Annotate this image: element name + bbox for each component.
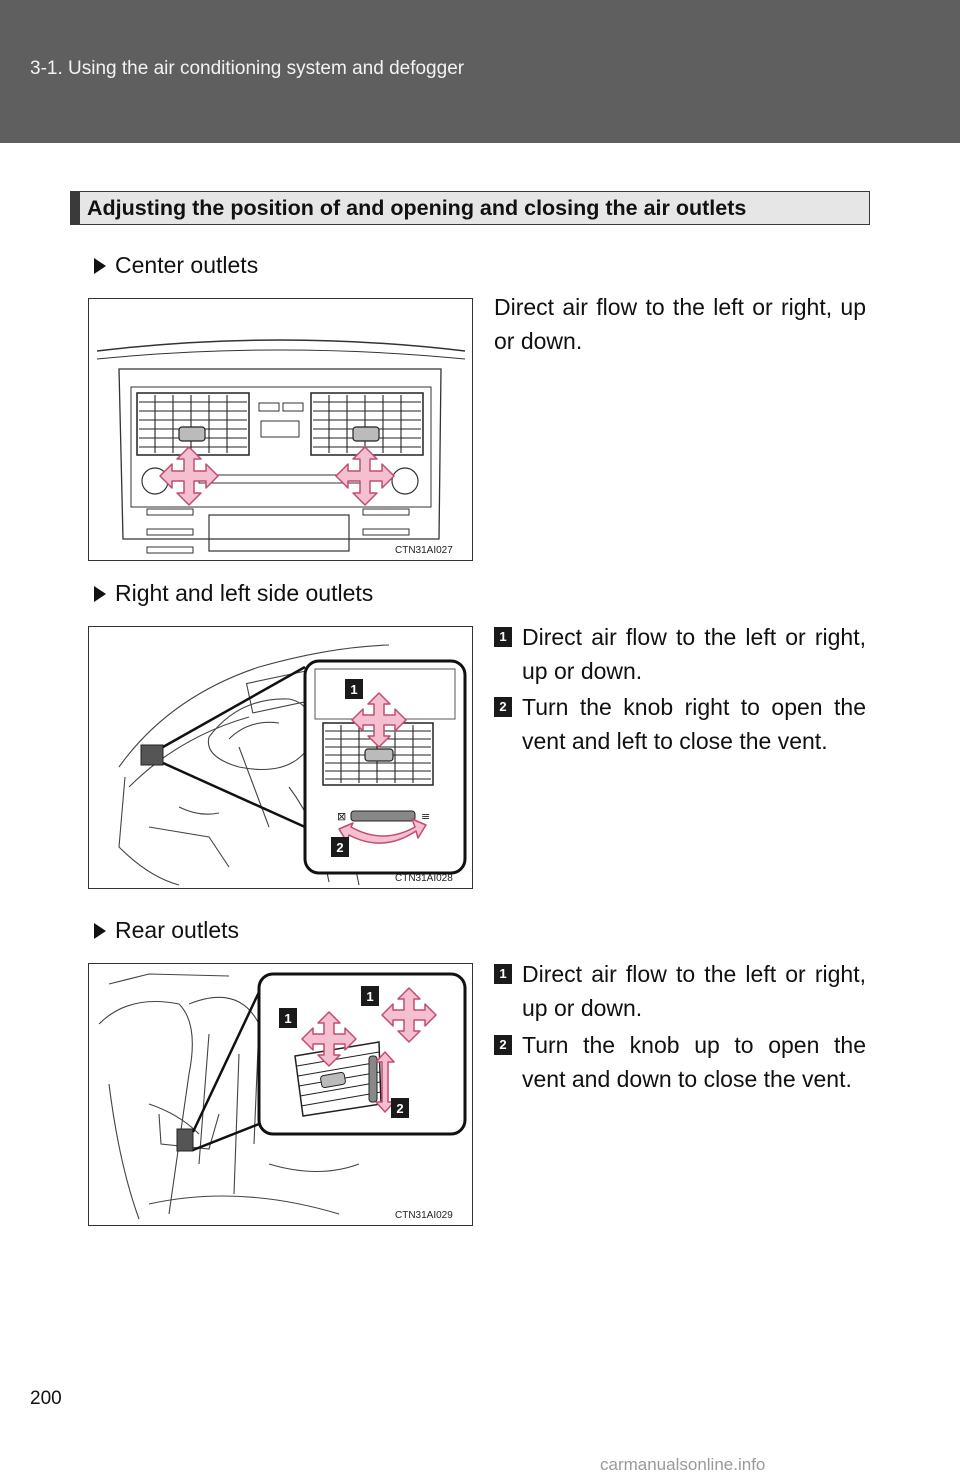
side-figure-code: CTN31AI028 (395, 873, 453, 884)
svg-text:1: 1 (350, 682, 357, 697)
side-item-2-text: Turn the knob right to open the vent and… (522, 694, 866, 754)
svg-text:2: 2 (336, 840, 343, 855)
rear-item-1: 1 Direct air flow to the left or right, … (494, 957, 866, 1025)
rear-vents-drawing: 1 1 2 CTN31AI029 (98, 972, 467, 1221)
side-outlets-illustration: ⊠ ≡ 1 2 CTN31AI028 (88, 626, 473, 889)
chapter-title: 3-1. Using the air conditioning system a… (30, 58, 465, 79)
triangle-bullet-icon (94, 586, 106, 602)
section-heading: Adjusting the position of and opening an… (70, 191, 870, 225)
side-vents-drawing: ⊠ ≡ 1 2 CTN31AI028 (118, 644, 467, 886)
rear-outlets-illustration: 1 1 2 CTN31AI029 (88, 963, 473, 1226)
heading-bar (71, 192, 80, 224)
rear-item-1-text: Direct air flow to the left or right, up… (522, 961, 866, 1021)
svg-text:1: 1 (366, 989, 373, 1004)
rear-item-2: 2 Turn the knob up to open the vent and … (494, 1028, 866, 1096)
rear-item-2-text: Turn the knob up to open the vent and do… (522, 1032, 866, 1092)
side-item-2: 2 Turn the knob right to open the vent a… (494, 690, 866, 758)
center-outlets-illustration: CTN31AI027 (88, 298, 473, 561)
rear-figure-code: CTN31AI029 (395, 1210, 453, 1221)
number-badge: 2 (494, 697, 512, 717)
center-outlets-title: Center outlets (94, 252, 258, 279)
page-header: 3-1. Using the air conditioning system a… (0, 0, 960, 143)
number-badge: 1 (494, 627, 512, 647)
side-item-1: 1 Direct air flow to the left or right, … (494, 620, 866, 688)
side-outlets-title: Right and left side outlets (94, 580, 373, 607)
side-item-1-text: Direct air flow to the left or right, up… (522, 624, 866, 684)
section-heading-text: Adjusting the position of and opening an… (87, 196, 747, 220)
svg-text:2: 2 (396, 1101, 403, 1116)
rear-outlets-title: Rear outlets (94, 917, 239, 944)
page-number: 200 (30, 1388, 62, 1409)
triangle-bullet-icon (94, 258, 106, 274)
number-badge: 2 (494, 1035, 512, 1055)
number-badge: 1 (494, 964, 512, 984)
svg-text:≡: ≡ (421, 810, 430, 823)
center-figure-code: CTN31AI027 (395, 545, 453, 556)
center-outlets-description: Direct air flow to the left or right, up… (494, 294, 866, 354)
center-vents-drawing: CTN31AI027 (96, 339, 466, 556)
watermark: carmanualsonline.info (600, 1455, 766, 1474)
triangle-bullet-icon (94, 923, 106, 939)
svg-text:⊠: ⊠ (337, 810, 346, 823)
svg-text:1: 1 (284, 1011, 291, 1026)
